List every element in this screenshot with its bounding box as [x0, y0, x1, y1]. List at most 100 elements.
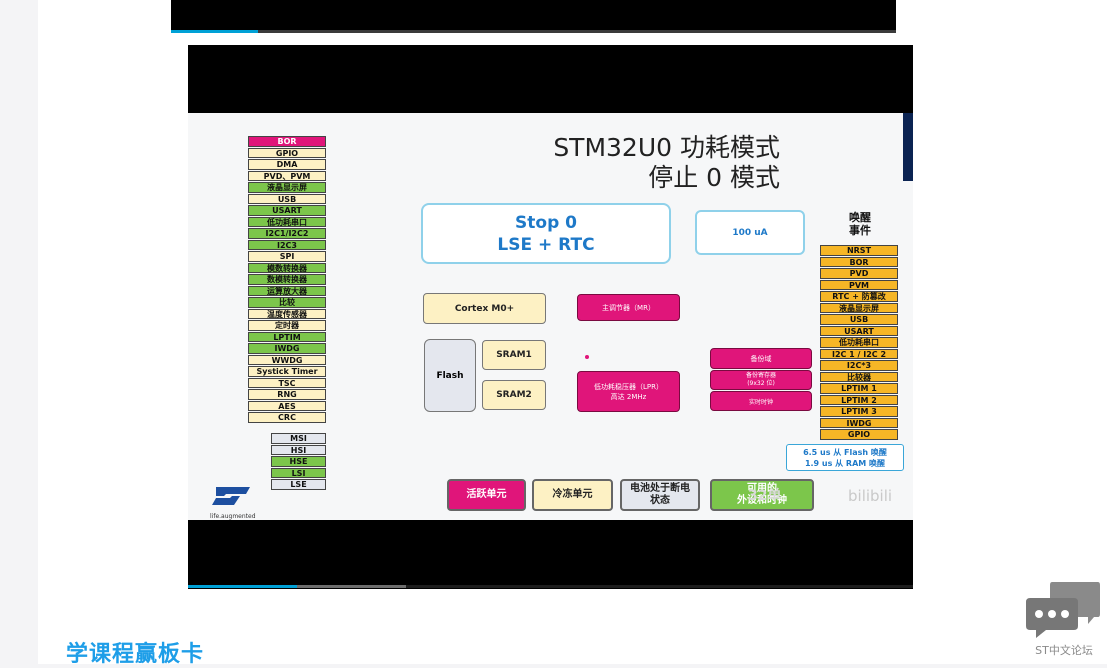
- clock-item: HSI: [271, 444, 326, 455]
- peripheral-item: LPTIM: [248, 331, 326, 342]
- peripheral-item: Systick Timer: [248, 366, 326, 377]
- wakeup-time-box: 6.5 us 从 Flash 唤醒 1.9 us 从 RAM 唤醒: [786, 444, 904, 471]
- wake-title-line1: 唤醒: [849, 211, 871, 224]
- peripheral-item: 运算放大器: [248, 285, 326, 296]
- legend-available-line2: 外设和时钟: [737, 495, 787, 506]
- rtc-box: 实时时钟: [710, 391, 812, 411]
- peripheral-item: I2C3: [248, 239, 326, 250]
- legend-battery-line1: 电池处于断电: [630, 483, 690, 494]
- peripheral-item: BOR: [248, 136, 326, 147]
- backup-registers-size: (9x32 位): [747, 380, 775, 387]
- st-logo: life.augmented: [210, 485, 258, 520]
- wake-title-line2: 事件: [849, 224, 871, 237]
- lp-regulator-freq: 高达 2MHz: [610, 392, 647, 401]
- clock-item: HSE: [271, 456, 326, 467]
- lp-regulator-name: 低功耗稳压器（LPR）: [594, 382, 663, 391]
- video-watermark-text: 32单: [748, 488, 782, 504]
- sram1-box: SRAM1: [482, 340, 546, 370]
- wake-event-item: 比较器: [820, 371, 898, 382]
- wake-event-item: I2C 1 / I2C 2: [820, 348, 898, 359]
- peripheral-item: IWDG: [248, 343, 326, 354]
- wake-event-item: BOR: [820, 256, 898, 267]
- sram2-box: SRAM2: [482, 380, 546, 410]
- st-logo-tagline: life.augmented: [210, 513, 256, 520]
- peripheral-item: CRC: [248, 412, 326, 423]
- wakeup-ram: 1.9 us 从 RAM 唤醒: [804, 458, 886, 468]
- peripheral-item: USB: [248, 193, 326, 204]
- bilibili-watermark: bilibili: [848, 487, 893, 505]
- clock-item: LSI: [271, 467, 326, 478]
- slide-title-line2: 停止 0 模式: [648, 163, 780, 192]
- peripheral-item: 数模转换器: [248, 274, 326, 285]
- backup-domain-box: 备份域: [710, 348, 812, 369]
- peripheral-item: SPI: [248, 251, 326, 262]
- wake-event-item: USB: [820, 314, 898, 325]
- wake-event-item: PVM: [820, 279, 898, 290]
- wake-event-item: GPIO: [820, 429, 898, 440]
- slide-accent-bar: [903, 113, 913, 181]
- mode-box: Stop 0 LSE + RTC: [421, 203, 671, 264]
- peripheral-item: 液晶显示屏: [248, 182, 326, 193]
- peripheral-item: RNG: [248, 389, 326, 400]
- video-player-previous[interactable]: [171, 0, 896, 33]
- power-consumption-box: 100 uA: [695, 210, 805, 255]
- wake-event-item: LPTIM 2: [820, 394, 898, 405]
- wake-event-item: I2C*3: [820, 360, 898, 371]
- legend-active: 活跃单元: [447, 479, 526, 511]
- peripheral-item: 温度传感器: [248, 308, 326, 319]
- slide-title: STM32U0 功耗模式 停止 0 模式: [553, 133, 780, 193]
- video-progress-bar[interactable]: [171, 30, 896, 33]
- peripheral-item: WWDG: [248, 354, 326, 365]
- legend-battery: 电池处于断电 状态: [620, 479, 700, 511]
- peripheral-item: TSC: [248, 377, 326, 388]
- legend-frozen: 冷冻单元: [532, 479, 613, 511]
- forum-button[interactable]: ST中文论坛: [1024, 580, 1104, 660]
- section-heading: 学课程赢板卡: [66, 642, 205, 667]
- lp-regulator-box: 低功耗稳压器（LPR） 高达 2MHz: [577, 371, 680, 412]
- legend-available: 可用的 外设和时钟: [710, 479, 814, 511]
- backup-registers-box: 备份寄存器 (9x32 位): [710, 370, 812, 390]
- backup-registers-name: 备份寄存器: [745, 372, 776, 379]
- wake-event-item: 液晶显示屏: [820, 302, 898, 313]
- video-progress-bar-main[interactable]: [188, 585, 913, 588]
- wakeup-flash: 6.5 us 从 Flash 唤醒: [803, 447, 887, 457]
- wake-event-item: PVD: [820, 268, 898, 279]
- pointer-dot: [585, 355, 589, 359]
- main-regulator-box: 主调节器（MR）: [577, 294, 680, 321]
- peripheral-item: GPIO: [248, 147, 326, 158]
- chat-bubbles-icon: [1026, 582, 1100, 638]
- wake-event-item: 低功耗串口: [820, 337, 898, 348]
- wake-event-item: RTC + 防篡改: [820, 291, 898, 302]
- video-buffer-fill-main: [188, 585, 406, 588]
- peripheral-item: 低功耗串口: [248, 216, 326, 227]
- peripheral-item: 模数转换器: [248, 262, 326, 273]
- wake-event-item: NRST: [820, 245, 898, 256]
- clock-item: MSI: [271, 433, 326, 444]
- legend-available-line1: 可用的: [747, 483, 777, 494]
- wake-events-title: 唤醒 事件: [828, 211, 892, 237]
- cortex-box: Cortex M0+: [423, 293, 546, 324]
- clock-item: LSE: [271, 479, 326, 490]
- video-played-fill-main: [188, 585, 297, 588]
- slide-title-line1: STM32U0 功耗模式: [553, 133, 780, 162]
- peripheral-item: AES: [248, 400, 326, 411]
- wake-event-item: USART: [820, 325, 898, 336]
- st-logo-mark: [212, 487, 250, 505]
- peripheral-item: 定时器: [248, 320, 326, 331]
- peripheral-item: 比较: [248, 297, 326, 308]
- mode-name: Stop 0: [515, 212, 577, 233]
- video-played-fill: [171, 30, 258, 33]
- peripheral-item: USART: [248, 205, 326, 216]
- legend-battery-line2: 状态: [650, 495, 670, 506]
- peripheral-item: I2C1/I2C2: [248, 228, 326, 239]
- wake-event-item: IWDG: [820, 417, 898, 428]
- flash-box: Flash: [424, 339, 476, 412]
- peripheral-item: DMA: [248, 159, 326, 170]
- forum-button-label: ST中文论坛: [1035, 644, 1093, 657]
- peripheral-item: PVD、PVM: [248, 170, 326, 181]
